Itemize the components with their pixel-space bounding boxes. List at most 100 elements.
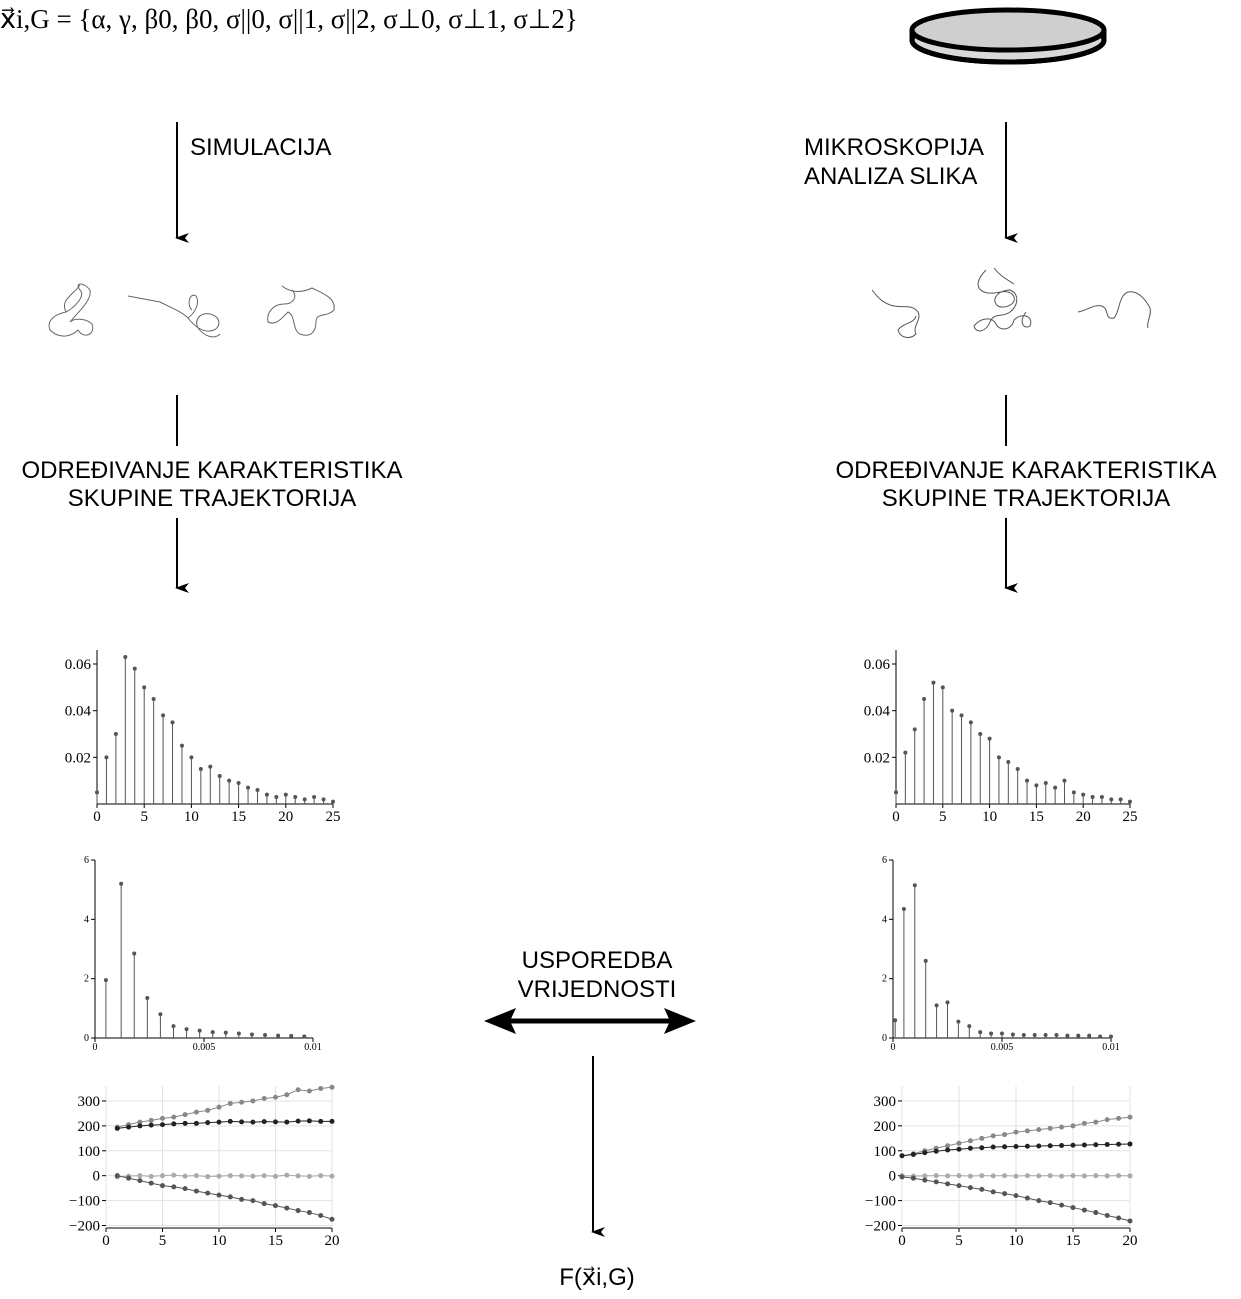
series-point [910,1152,916,1158]
series-point [1059,1124,1065,1130]
label-simulation: SIMULACIJA [190,134,331,161]
series-point [1070,1123,1076,1129]
trajectory-sim-3 [267,285,335,336]
bar-point [264,792,269,797]
x-tick-label: 5 [140,809,148,825]
series-point [329,1084,335,1090]
x-tick-label: 20 [325,1233,340,1249]
simulated-trajectories [48,283,335,338]
y-tick-label: 6 [84,855,89,866]
bar-point [894,790,898,795]
series-point [1116,1141,1122,1147]
trajectory-obs-1 [871,289,920,338]
bar-point [901,906,906,911]
observed-trajectories [871,267,1151,338]
y-tick-label: 6 [882,855,887,866]
series-point [239,1173,245,1179]
compare-double-arrow [484,1008,696,1034]
series-point [1070,1173,1076,1179]
series-point [318,1118,324,1124]
result-function-label: F(x⃗i,G) [559,1264,635,1291]
x-tick-label: 10 [1009,1233,1024,1249]
series-point [967,1138,973,1144]
x-tick-label: 10 [212,1233,227,1249]
x-tick-label: 20 [1076,809,1091,825]
bar-point [142,685,147,690]
y-tick-label: −100 [865,1194,896,1210]
x-tick-label: 15 [1029,809,1044,825]
bar-point [302,1034,307,1039]
series-point [160,1115,165,1121]
x-tick-label: 0 [102,1233,110,1249]
bar-point [184,1027,189,1032]
series-point [295,1118,301,1124]
bar-point [189,755,194,760]
bar-point [197,1028,202,1033]
x-tick-label: 0 [93,1042,98,1053]
series-point [1047,1143,1053,1149]
bar-point [923,958,928,963]
bar-point [967,1024,972,1029]
series-point [284,1205,290,1211]
bar-point [283,792,288,797]
bar-point [1000,1031,1004,1036]
bar-point [95,790,99,795]
series-point [1093,1173,1099,1179]
series-point [945,1173,951,1179]
y-tick-label: 0 [889,1169,897,1185]
bar-point [289,1033,294,1038]
series-point [1127,1173,1133,1179]
series-point [216,1192,222,1198]
y-tick-label: 300 [78,1094,101,1110]
bar-point [217,774,222,778]
series-point [250,1198,256,1204]
series-point [295,1173,301,1179]
series-point [1059,1202,1065,1208]
bar-point [208,764,213,769]
series-point [1002,1132,1008,1138]
series-point [261,1119,267,1125]
bar-point [223,1030,228,1035]
bar-point [1071,790,1076,795]
series-point [990,1144,996,1150]
series-point [318,1213,324,1219]
bar-point [119,881,124,886]
bar-point [1109,1034,1113,1039]
series-point [1081,1173,1087,1179]
bar-point [893,1018,898,1023]
series-point [261,1201,267,1207]
series-point [1116,1115,1122,1121]
series-point [945,1181,951,1187]
bar-point [1053,785,1058,790]
x-tick-label: 5 [159,1233,167,1249]
label-left-characteristics-1: ODREĐIVANJE KARAKTERISTIKA [22,457,403,484]
x-tick-label: 0.005 [193,1042,216,1053]
series-point [205,1120,211,1126]
series-point [933,1148,939,1154]
x-tick-label: 15 [1066,1233,1081,1249]
series-point [148,1180,154,1186]
series-point [1127,1141,1133,1147]
bar-point [179,743,184,748]
series-point [227,1100,233,1106]
bar-point [249,1032,254,1037]
y-tick-label: 300 [874,1094,897,1110]
series-point [1036,1173,1042,1179]
series-point [945,1143,951,1149]
series-point [1104,1213,1110,1219]
series-point [922,1150,928,1156]
y-tick-label: −200 [69,1219,100,1235]
series-point [193,1188,199,1194]
series-point [1059,1173,1065,1179]
x-tick-label: 5 [939,809,947,825]
label-left-characteristics-2: SKUPINE TRAJEKTORIJA [68,485,357,512]
series-point [1002,1173,1008,1179]
x-tick-label: 15 [268,1233,283,1249]
series-point [1047,1200,1053,1206]
bar-point [912,883,917,888]
series-point [148,1173,154,1179]
